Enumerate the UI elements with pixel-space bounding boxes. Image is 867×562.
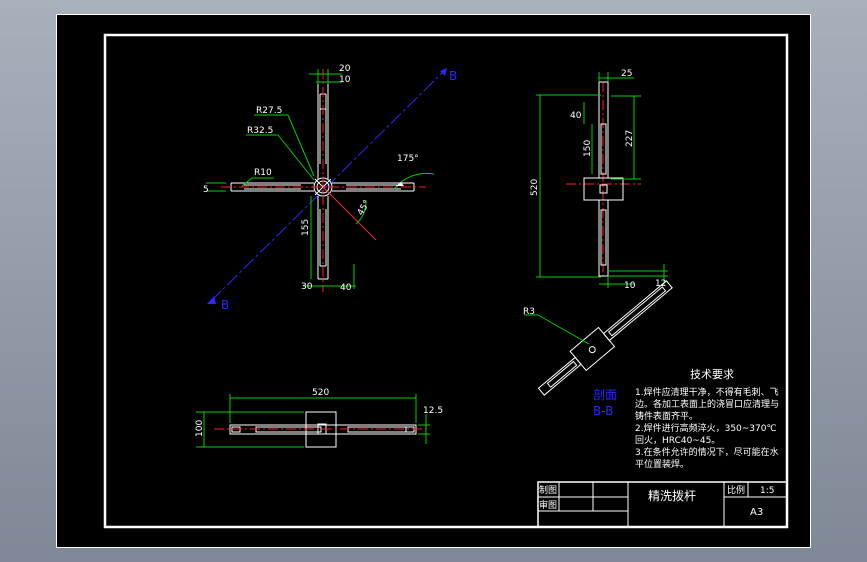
side-dim-150: 150 <box>583 140 593 157</box>
tech-line-1: 1.焊件应清理干净，不得有毛刺、飞 <box>635 386 779 398</box>
dim-175-deg: 175° <box>397 154 419 164</box>
front-dim-520: 520 <box>312 388 329 398</box>
side-dim-227: 227 <box>625 130 635 147</box>
side-dim-40: 40 <box>570 111 582 121</box>
title-part-name: 精洗拨杆 <box>648 489 696 503</box>
section-arrow-bottom <box>207 296 216 304</box>
dim-20: 20 <box>339 64 351 74</box>
dim-45-deg: 45° <box>356 199 373 218</box>
center-line-diag <box>322 186 377 241</box>
dim-5: 5 <box>203 185 209 195</box>
dim-30: 30 <box>301 282 313 292</box>
section-mark-bottom: B <box>221 298 229 312</box>
outer-frame <box>56 14 811 548</box>
section-right-bar <box>602 280 673 342</box>
dim-r27-5: R27.5 <box>256 106 282 116</box>
tech-line-7: 平位置装焊。 <box>635 458 689 470</box>
section-radius: R3 <box>523 307 535 317</box>
title-sheet-size: A3 <box>750 507 763 518</box>
tech-requirements: 技术要求 1.焊件应清理干净，不得有毛刺、飞 边。各加工表面上的浇冒口应清理与 … <box>635 368 779 470</box>
tech-line-3: 铸件表面齐平。 <box>635 410 698 422</box>
section-view: R3 剖面 B-B <box>523 280 673 418</box>
tech-line-4: 2.焊件进行高频淬火，350~370℃ <box>635 422 777 434</box>
side-hub <box>583 177 624 201</box>
front-view: 520 100 12.5 <box>195 388 443 448</box>
drawing-canvas[interactable]: B B <box>56 14 811 548</box>
side-dim-520: 520 <box>530 179 540 196</box>
section-mark-top: B <box>449 69 457 83</box>
title-ratio-value: 1:5 <box>760 486 774 496</box>
section-line-bb <box>210 70 445 302</box>
drawing-svg: B B <box>56 14 811 548</box>
title-drawn-label: 制图 <box>539 484 557 496</box>
title-block-frame <box>537 481 788 528</box>
title-block: 制图 审图 精洗拨杆 比例 1:5 A3 <box>537 481 788 528</box>
side-view: 25 40 150 227 520 10 12 <box>530 69 668 291</box>
inner-frame <box>103 33 789 529</box>
front-dim-12-5: 12.5 <box>423 406 443 416</box>
tech-line-5: 回火，HRC40~45。 <box>635 435 720 446</box>
dim-40: 40 <box>340 283 352 293</box>
section-hub <box>569 326 616 372</box>
title-checked-label: 审图 <box>539 499 557 511</box>
section-arrow-top <box>440 68 447 76</box>
section-label-2: B-B <box>593 404 613 418</box>
tech-title: 技术要求 <box>690 368 734 381</box>
title-ratio-label: 比例 <box>727 484 745 496</box>
dim-r10: R10 <box>254 168 272 178</box>
tech-line-2: 边。各加工表面上的浇冒口应清理与 <box>635 398 779 410</box>
dim-10: 10 <box>339 75 351 85</box>
dim-155: 155 <box>301 219 311 236</box>
top-view: B B <box>203 64 457 312</box>
section-label-1: 剖面 <box>593 388 617 402</box>
angle-arc-45 <box>355 199 367 225</box>
side-dim-10: 10 <box>624 281 636 291</box>
side-dim-25: 25 <box>621 69 632 79</box>
tech-line-6: 3.在条件允许的情况下，尽可能在水 <box>635 446 779 458</box>
front-dim-100: 100 <box>195 420 205 437</box>
side-dim-12: 12 <box>655 279 666 289</box>
dim-r32-5: R32.5 <box>247 126 273 136</box>
